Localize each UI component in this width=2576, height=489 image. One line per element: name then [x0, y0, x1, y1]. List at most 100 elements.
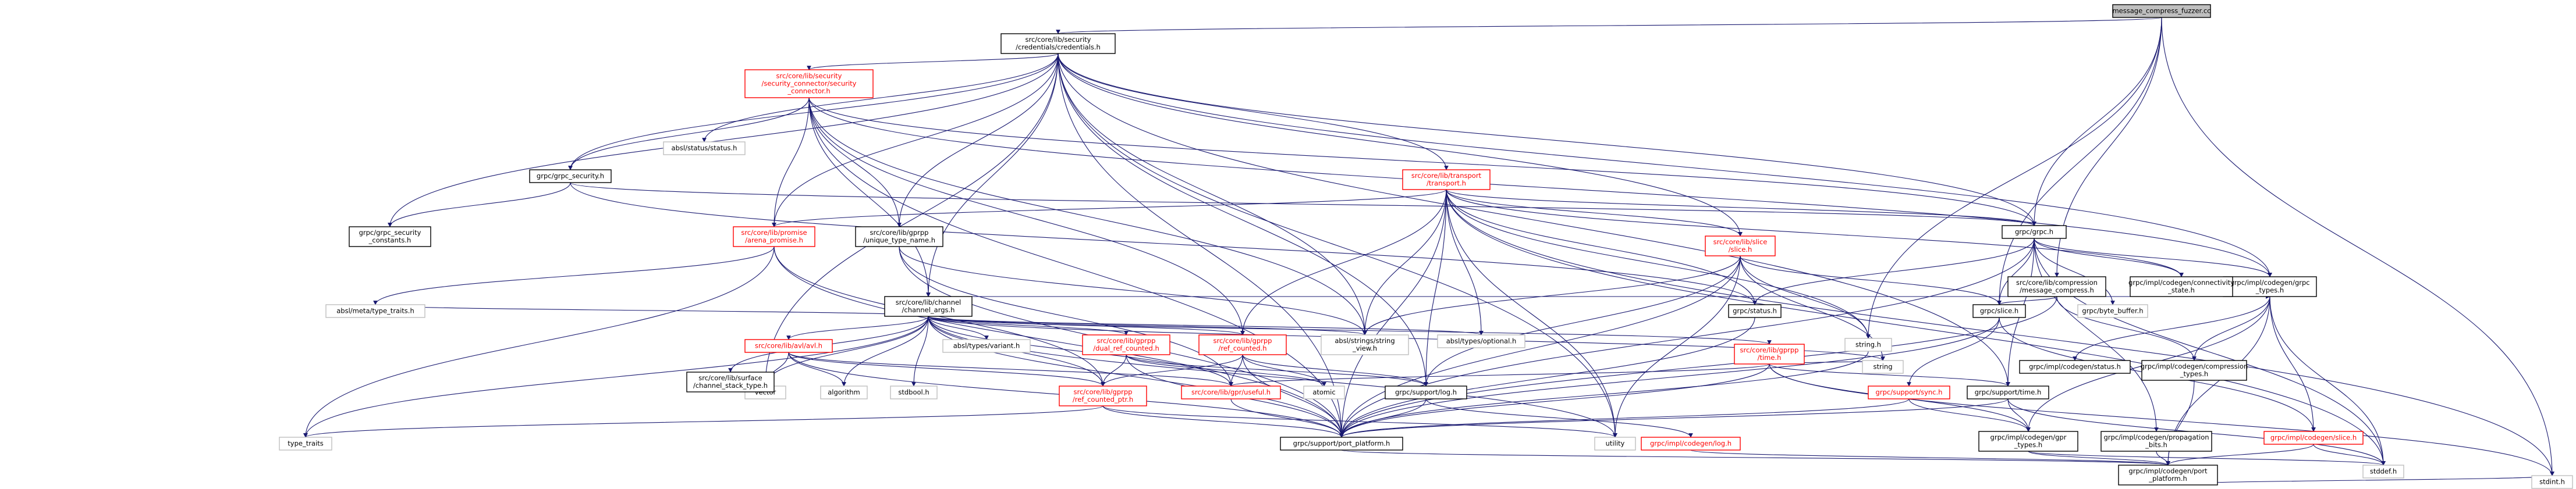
- node-arena-promise[interactable]: src/core/lib/promise/arena_promise.h: [733, 226, 815, 247]
- edge-dual_ref-to-support_log: [1126, 354, 1428, 387]
- node-label: grpc/impl/codegen/grpc: [2230, 279, 2309, 287]
- node-impl-grpc-types[interactable]: grpc/impl/codegen/grpc_types.h: [2223, 276, 2317, 297]
- edge-impl_grpc_types-to-codegen_slice: [2269, 296, 2316, 432]
- node-label: string: [1873, 363, 1892, 371]
- node-support-log[interactable]: grpc/support/log.h: [1385, 386, 1467, 399]
- node-codegen-port-platform[interactable]: grpc/impl/codegen/port_platform.h: [2118, 465, 2218, 486]
- node-label: stdbool.h: [898, 388, 929, 397]
- edge-support_time-to-port_platform: [1339, 398, 2009, 438]
- node-security-constants[interactable]: grpc/grpc_security_constants.h: [349, 226, 431, 247]
- node-label: type_traits: [288, 440, 323, 448]
- edge-slice_slice-to-string_view: [1362, 255, 1741, 335]
- node-label: _types.h: [2014, 441, 2042, 449]
- edge-port_platform-to-codegen_port_platform: [1341, 449, 2170, 466]
- node-channel-args[interactable]: src/core/lib/channel/channel_args.h: [884, 296, 973, 317]
- node-grpc-slice[interactable]: grpc/slice.h: [1972, 304, 2026, 318]
- node-box: [733, 226, 815, 247]
- edge-gpr_time-to-support_time: [1769, 363, 2010, 387]
- edge-gpr_types-to-stddef: [2028, 451, 2386, 466]
- node-compression-types[interactable]: grpc/impl/codegen/compression_types.h: [2141, 360, 2248, 381]
- node-box: [2223, 276, 2317, 297]
- edge-grpc_h-to-grpc_slice: [1997, 238, 2035, 305]
- edge-compression_types-to-codegen_port_platform: [2166, 380, 2195, 466]
- edge-ref_counted-to-ref_counted_ptr: [1101, 354, 1243, 387]
- node-label: /dual_ref_counted.h: [1093, 344, 1159, 352]
- node-ref-counted[interactable]: src/core/lib/gprpp/ref_counted.h: [1198, 334, 1287, 355]
- node-status-h-codegen[interactable]: grpc/impl/codegen/status.h: [2019, 360, 2131, 374]
- node-box: [1385, 386, 1467, 399]
- node-label: stddef.h: [2370, 467, 2397, 476]
- node-box: [1280, 437, 1403, 451]
- node-support-sync[interactable]: grpc/support/sync.h: [1868, 386, 1950, 399]
- node-transport[interactable]: src/core/lib/transport/transport.h: [1402, 169, 1491, 190]
- node-box: [1728, 304, 1782, 318]
- edge-grpc_status-to-port_platform: [1339, 317, 1755, 438]
- node-box: [1321, 334, 1409, 355]
- node-label: src/core/lib/compression: [2016, 279, 2098, 287]
- edge-support_sync-to-gpr_types: [1908, 398, 2031, 432]
- node-label: /channel_args.h: [902, 306, 955, 314]
- node-box: [1198, 334, 1287, 355]
- node-label: src/core/lib/promise: [741, 229, 807, 237]
- node-label: src/core/lib/security: [1026, 35, 1091, 44]
- edge-gpr_time-to-port_platform: [1339, 363, 1770, 438]
- edge-security_connector-to-grpc_security: [568, 97, 810, 170]
- node-label: absl/strings/string: [1335, 337, 1395, 345]
- node-gpr-types[interactable]: grpc/impl/codegen/gpr_types.h: [1978, 431, 2078, 452]
- node-security-connector[interactable]: src/core/lib/security/security_connector…: [744, 69, 874, 98]
- node-label: src/core/lib/gprpp: [1740, 346, 1799, 354]
- node-stdbool: stdbool.h: [890, 386, 938, 399]
- node-unique-type-name[interactable]: src/core/lib/gprpp/unique_type_name.h: [855, 226, 943, 247]
- node-support-time[interactable]: grpc/support/time.h: [1967, 386, 2049, 399]
- edge-transport-to-utility: [1446, 189, 1617, 438]
- node-propagation-bits[interactable]: grpc/impl/codegen/propagation_bits.h: [2100, 431, 2212, 452]
- node-connectivity-state[interactable]: grpc/impl/codegen/connectivity_state.h: [2128, 276, 2234, 297]
- node-label: src/core/lib/gprpp: [870, 229, 929, 237]
- edge-slice_slice-to-utility: [1613, 255, 1741, 438]
- node-slice-slice[interactable]: src/core/lib/slice/slice.h: [1705, 235, 1776, 256]
- edge-channel_args-to-utility: [928, 316, 1617, 438]
- node-channel-stack-type[interactable]: src/core/lib/surface/channel_stack_type.…: [686, 372, 775, 392]
- edge-credentials-to-support_log: [1058, 53, 1428, 387]
- node-label: /time.h: [1758, 354, 1782, 362]
- edge-transport-to-connectivity_state: [1446, 189, 2184, 277]
- node-absl-any[interactable]: src/core/lib/avl/avl.h: [744, 339, 833, 353]
- edge-grpc_security-to-grpc_h: [570, 182, 2036, 226]
- node-label: absl/types/variant.h: [953, 342, 1020, 350]
- node-label: src/core/lib/channel: [896, 298, 961, 306]
- node-root[interactable]: message_compress_fuzzer.cc: [2112, 4, 2211, 18]
- edge-grpc_security-to-security_constants: [388, 182, 571, 227]
- node-codegen-log[interactable]: grpc/impl/codegen/log.h: [1641, 437, 1741, 451]
- edge-ref_counted_ptr-to-utility: [1102, 405, 1617, 438]
- node-grpc-security[interactable]: grpc/grpc_security.h: [529, 169, 612, 183]
- edge-credentials-to-arena_promise: [772, 53, 1059, 227]
- edge-grpc_h-to-propagation_bits: [2034, 238, 2159, 432]
- node-label: grpc/impl/codegen/propagation: [2103, 433, 2209, 441]
- node-box: [1705, 235, 1776, 256]
- node-useful[interactable]: src/core/lib/gpr/useful.h: [1181, 386, 1281, 399]
- node-box: [2112, 4, 2211, 18]
- node-box: [1594, 437, 1636, 451]
- node-credentials[interactable]: src/core/lib/security/credentials/creden…: [1000, 33, 1116, 54]
- node-codegen-slice[interactable]: grpc/impl/codegen/slice.h: [2263, 431, 2364, 445]
- node-compress[interactable]: src/core/lib/compression/message_compres…: [2007, 276, 2106, 297]
- node-ref-counted-ptr[interactable]: src/core/lib/gprpp/ref_counted_ptr.h: [1059, 386, 1147, 406]
- node-gpr-time[interactable]: src/core/lib/gprpp/time.h: [1734, 344, 1805, 365]
- edge-arena_promise-to-type_traits: [303, 246, 775, 438]
- node-box: [1437, 334, 1525, 348]
- edge-gpr_types-to-codegen_port_platform: [2028, 451, 2170, 466]
- node-dual-ref[interactable]: src/core/lib/gprpp/dual_ref_counted.h: [1082, 334, 1170, 355]
- node-box: [2077, 304, 2148, 318]
- edge-transport-to-grpc_h: [1446, 189, 2036, 226]
- node-types-variant: absl/types/variant.h: [942, 339, 1031, 353]
- edge-grpc_h-to-connectivity_state: [2034, 238, 2184, 277]
- node-label: grpc/slice.h: [1980, 307, 2018, 315]
- node-box: [279, 437, 332, 451]
- node-box: [2100, 431, 2212, 452]
- node-box: [890, 386, 938, 399]
- node-port-platform[interactable]: grpc/support/port_platform.h: [1280, 437, 1403, 451]
- node-label: src/core/lib/gprpp: [1097, 337, 1156, 345]
- node-grpc-h[interactable]: grpc/grpc.h: [2002, 225, 2067, 239]
- node-label: /message_compress.h: [2020, 286, 2094, 294]
- node-grpc-status[interactable]: grpc/status.h: [1728, 304, 1782, 318]
